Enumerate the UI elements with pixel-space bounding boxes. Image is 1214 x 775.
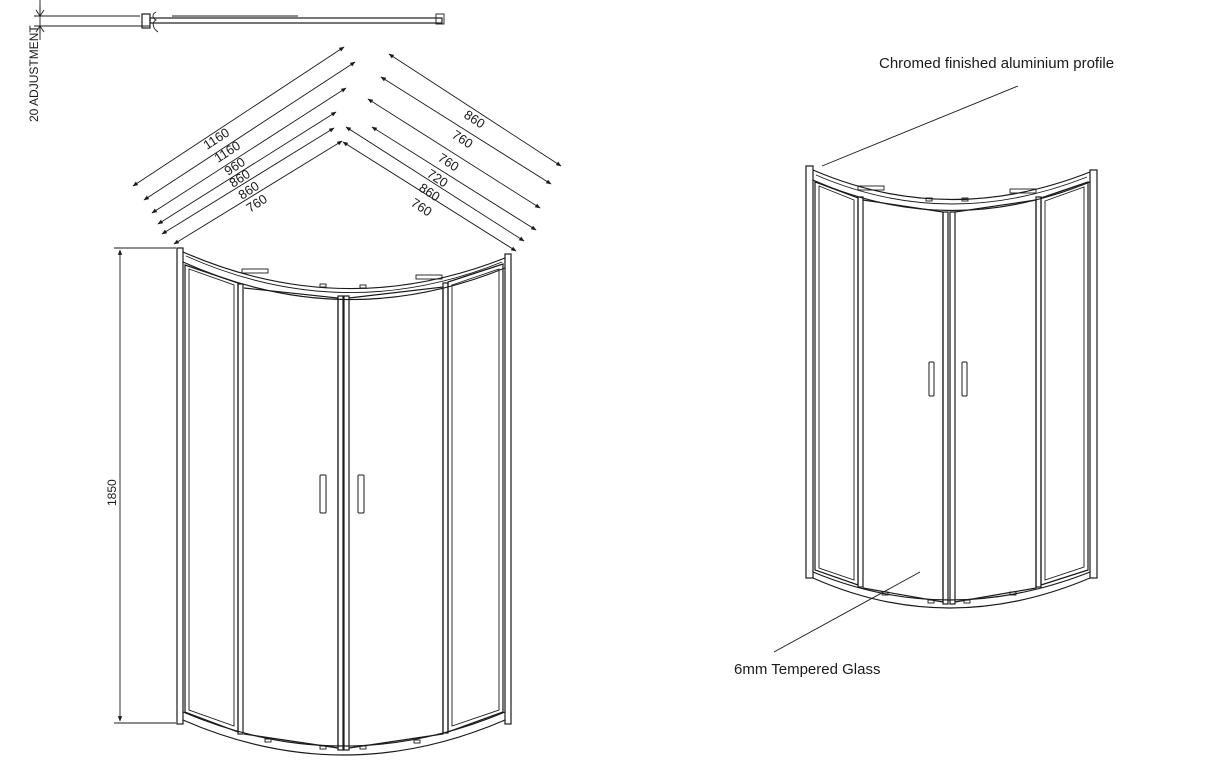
height-dimension: 1850: [105, 247, 176, 724]
door-handle-left: [319, 474, 327, 514]
adjustment-label: 20 ADJUSTMENT: [27, 25, 41, 122]
front-elevation: [176, 247, 512, 756]
door-handle-right: [357, 474, 365, 514]
dim-right-2: 760: [449, 127, 475, 151]
iso-door-handle-right: [961, 361, 968, 397]
profile-note: Chromed finished aluminium profile: [879, 55, 1114, 72]
adjustment-detail: 20 ADJUSTMENT: [27, 0, 445, 122]
glass-note: 6mm Tempered Glass: [734, 661, 880, 678]
isometric-view: Chromed finished aluminium profile 6mm T…: [734, 55, 1114, 678]
height-label: 1850: [105, 479, 119, 506]
width-dimensions-left: 1160 1160 960 860 860 760: [132, 46, 356, 245]
width-dimensions-right: 860 760 760 720 860 760: [342, 53, 562, 252]
dim-right-1: 860: [461, 107, 487, 131]
iso-door-handle-left: [928, 361, 935, 397]
